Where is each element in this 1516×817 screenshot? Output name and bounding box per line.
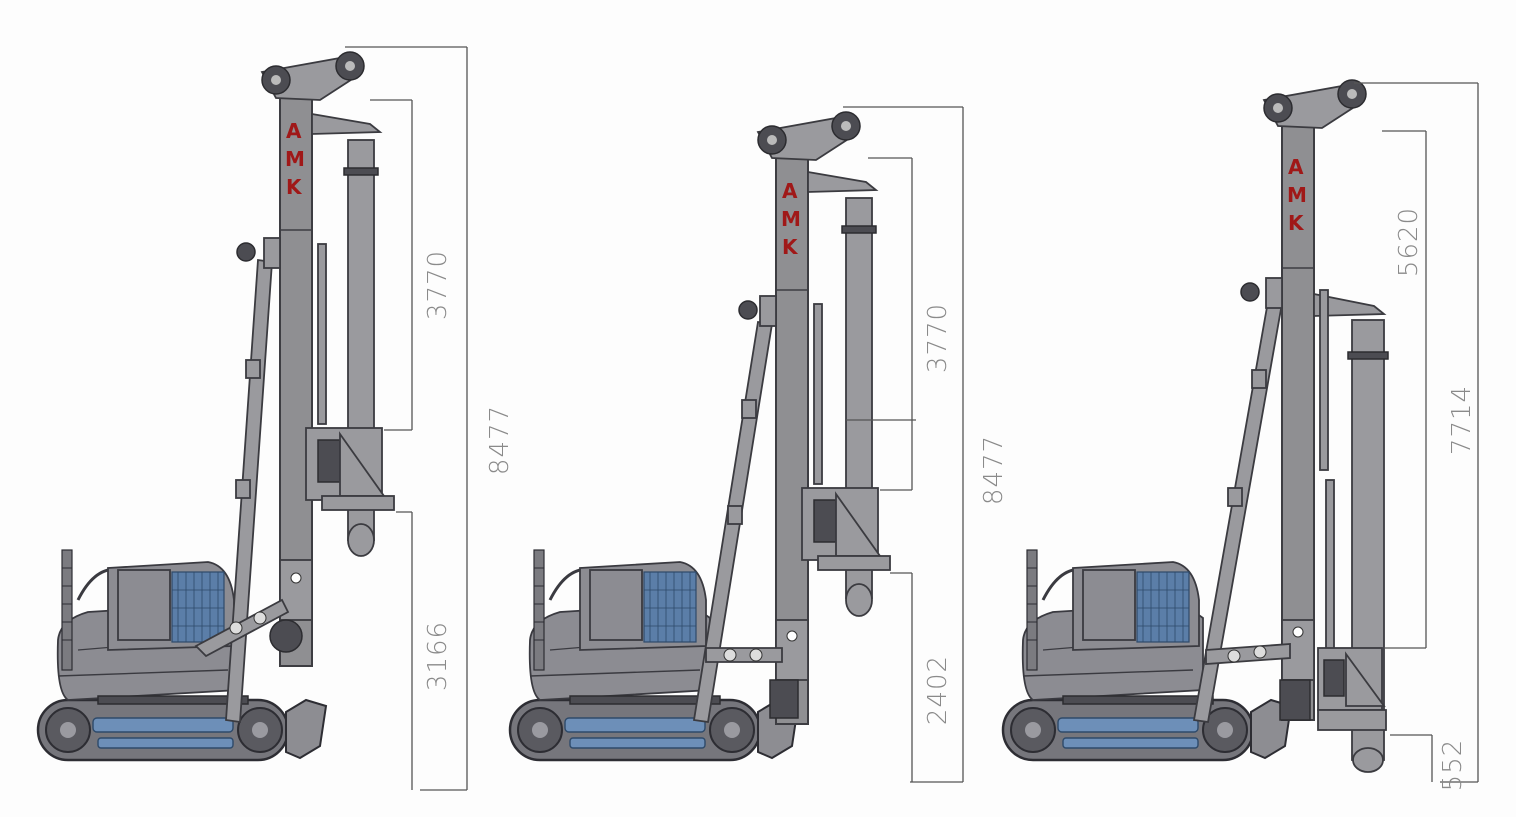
logo-letter-a: A [1288, 155, 1304, 179]
rotary-drive [801, 487, 891, 571]
rotary-drive [305, 427, 395, 511]
dim-total-height: 7714 [1447, 385, 1477, 455]
rig-2: A M K 8477 3770 2402 [508, 106, 1009, 783]
dim-stroke: 5620 [1394, 207, 1424, 277]
logo-letter-k: K [782, 235, 799, 259]
rig-3: A M K 7714 5620 552 [1001, 79, 1479, 792]
rotary-drive [1317, 647, 1387, 731]
dim-stroke: 3770 [423, 250, 453, 320]
mast-head [756, 111, 861, 161]
logo-letter-a: A [782, 179, 798, 203]
logo-letter-a: A [286, 119, 302, 143]
mast-head [260, 51, 365, 101]
logo-letter-k: K [286, 175, 303, 199]
logo-letter-k: K [1288, 211, 1305, 235]
dim-ground-clearance: 552 [1438, 739, 1468, 792]
logo-letter-m: M [781, 207, 801, 231]
dim-total-height: 8477 [979, 435, 1009, 505]
mast-head [1262, 79, 1367, 129]
logo-letter-m: M [1287, 183, 1307, 207]
dim-total-height: 8477 [485, 405, 515, 475]
rig-1: A M K 8477 3770 3166 [36, 46, 515, 791]
logo-letter-m: M [285, 147, 305, 171]
dim-ground-clearance: 3166 [423, 621, 453, 691]
dim-stroke: 3770 [923, 303, 953, 373]
dim-ground-clearance: 2402 [923, 655, 953, 725]
